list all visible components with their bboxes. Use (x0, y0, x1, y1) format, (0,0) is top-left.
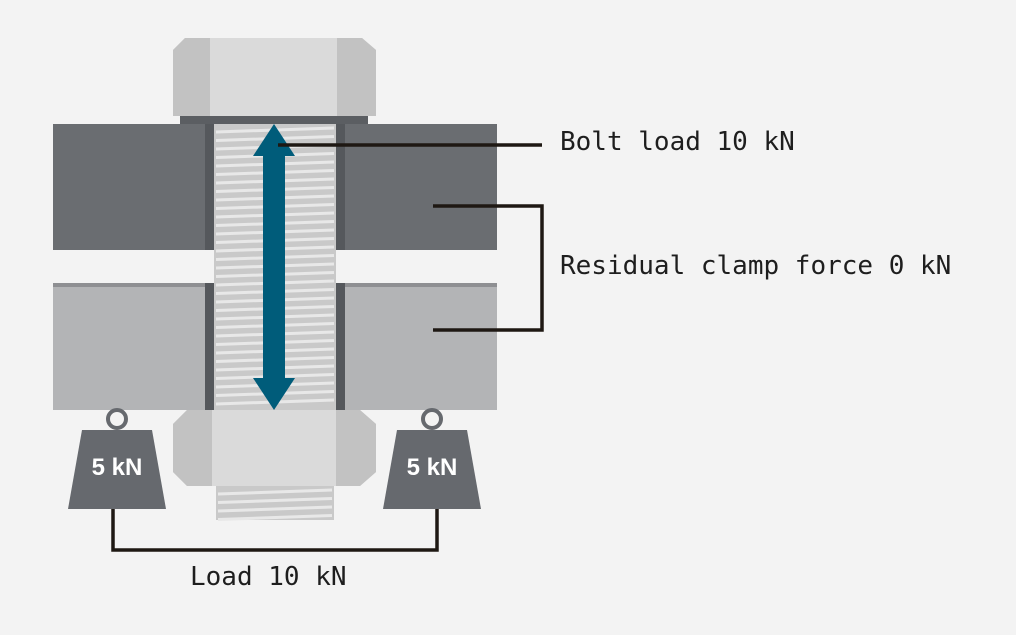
bolt-load-label: Bolt load 10 kN (560, 127, 795, 157)
residual-clamp-label: Residual clamp force 0 kN (560, 251, 952, 281)
weight-left: 5 kN (68, 408, 166, 509)
bolt-head (173, 38, 376, 116)
nut (173, 410, 376, 486)
load-bracket (111, 495, 439, 552)
bolt-load-arrow (253, 124, 295, 410)
external-load-label: Load 10 kN (190, 562, 347, 592)
clamp-force-bracket (433, 204, 544, 332)
weight-right-label: 5 kN (407, 454, 458, 481)
weight-left-label: 5 kN (92, 454, 143, 481)
washer-top (180, 116, 368, 124)
weight-right: 5 kN (383, 408, 481, 509)
bolt-thread-end (216, 486, 334, 521)
